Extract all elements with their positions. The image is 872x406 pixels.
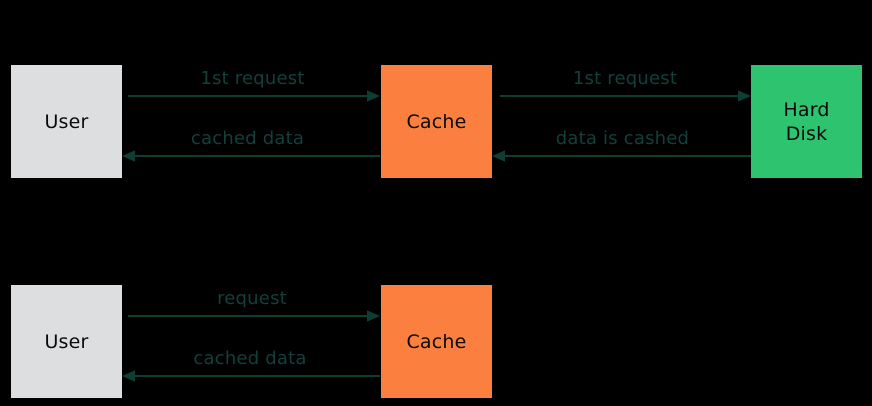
arrow-label-cache-to-user-bottom: cached data bbox=[193, 348, 307, 369]
node-user-top[interactable]: User bbox=[11, 65, 122, 178]
arrow-user-to-cache-top bbox=[128, 89, 380, 103]
node-cache-bottom[interactable]: Cache bbox=[381, 285, 492, 398]
arrow-user-to-cache-bottom bbox=[128, 309, 380, 323]
arrow-cache-to-user-bottom bbox=[122, 369, 380, 383]
arrow-label-harddisk-to-cache-top: data is cashed bbox=[555, 128, 690, 149]
node-hard-disk-top[interactable]: Hard Disk bbox=[751, 65, 862, 178]
arrow-label-cache-to-harddisk-top: 1st request bbox=[572, 68, 678, 89]
node-cache-top[interactable]: Cache bbox=[381, 65, 492, 178]
node-user-bottom[interactable]: User bbox=[11, 285, 122, 398]
arrow-cache-to-user-top bbox=[122, 149, 380, 163]
arrow-label-cache-to-user-top: cached data bbox=[190, 128, 305, 149]
arrow-label-user-to-cache-bottom: request bbox=[217, 288, 287, 309]
arrow-label-user-to-cache-top: 1st request bbox=[200, 68, 305, 89]
arrow-harddisk-to-cache-top bbox=[492, 149, 751, 163]
arrow-cache-to-harddisk-top bbox=[500, 89, 751, 103]
